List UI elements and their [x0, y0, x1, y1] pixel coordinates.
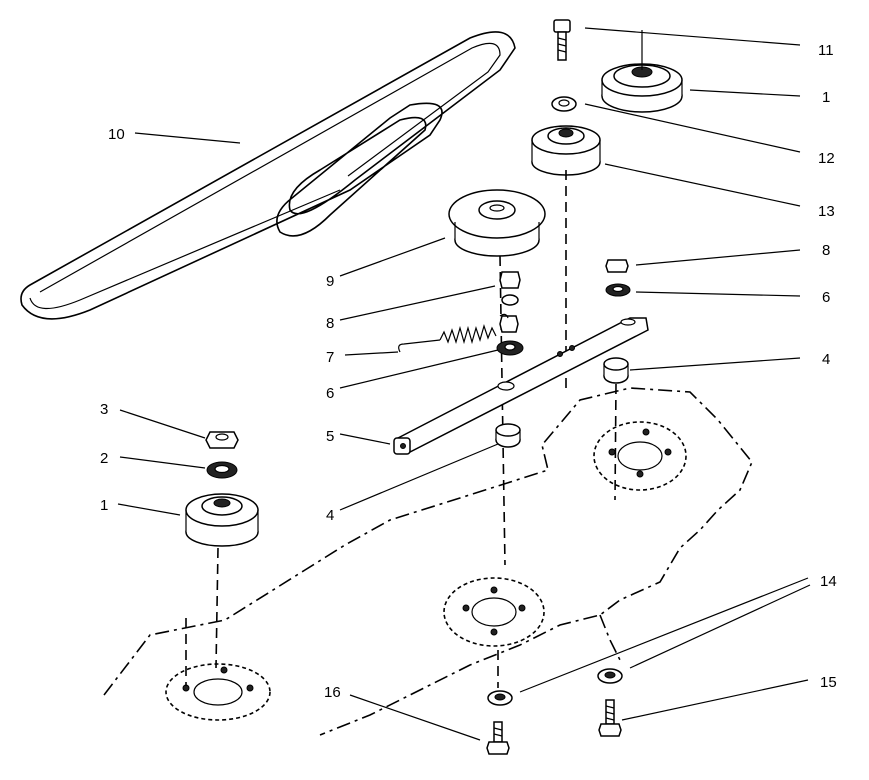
- bolt-top: [553, 19, 571, 61]
- leader-lines: [117, 27, 811, 741]
- callout-11: 11: [818, 42, 834, 59]
- washer-center: [496, 340, 524, 356]
- bolt-bottom-right: [598, 699, 622, 737]
- callout-14: 14: [820, 573, 837, 590]
- idler-arm: [393, 317, 649, 455]
- idler-pulley-left: [185, 493, 259, 547]
- callout-1-top: 1: [822, 89, 830, 106]
- callout-12: 12: [818, 150, 835, 167]
- nut-center-lower: [499, 315, 519, 333]
- callout-15: 15: [820, 674, 837, 691]
- spacer-right: [603, 357, 629, 384]
- axis-left: [215, 547, 219, 669]
- callout-7: 7: [326, 349, 334, 366]
- washer-bottom-right: [597, 668, 623, 684]
- nut-right: [605, 259, 629, 273]
- callout-4-right: 4: [822, 351, 830, 368]
- callout-16: 16: [324, 684, 341, 701]
- washer-left: [206, 461, 238, 479]
- spacer-center: [495, 423, 521, 448]
- bolt-bottom-center: [486, 721, 510, 755]
- idler-pulley-13: [531, 125, 601, 176]
- tension-spring: [398, 313, 509, 353]
- axis-center: [499, 255, 506, 566]
- axis-right: [614, 383, 617, 501]
- callout-10: 10: [108, 126, 125, 143]
- callout-6-right: 6: [822, 289, 830, 306]
- washer-bottom-center: [487, 690, 513, 706]
- callout-9: 9: [326, 273, 334, 290]
- callout-13: 13: [818, 203, 835, 220]
- lock-washer-center: [501, 294, 519, 306]
- spindle-plate-right: [593, 421, 687, 491]
- callout-5: 5: [326, 428, 334, 445]
- callout-2: 2: [100, 450, 108, 467]
- idler-pulley-top: [601, 30, 683, 113]
- washer-top: [551, 96, 577, 112]
- washer-right: [605, 283, 631, 297]
- v-belt: [20, 31, 516, 320]
- nut-center: [499, 271, 521, 289]
- callout-8-right: 8: [822, 242, 830, 259]
- callout-3: 3: [100, 401, 108, 418]
- mower-deck-outline: [103, 387, 753, 736]
- callout-1-left: 1: [100, 497, 108, 514]
- nut-left: [205, 431, 239, 449]
- spindle-plate-center: [443, 577, 545, 647]
- callout-8-center: 8: [326, 315, 334, 332]
- callout-6-center: 6: [326, 385, 334, 402]
- spindle-plate-left: [165, 663, 271, 721]
- callout-4-center: 4: [326, 507, 334, 524]
- drive-pulley-large: [448, 189, 546, 257]
- deck-edge-inner: [599, 614, 621, 661]
